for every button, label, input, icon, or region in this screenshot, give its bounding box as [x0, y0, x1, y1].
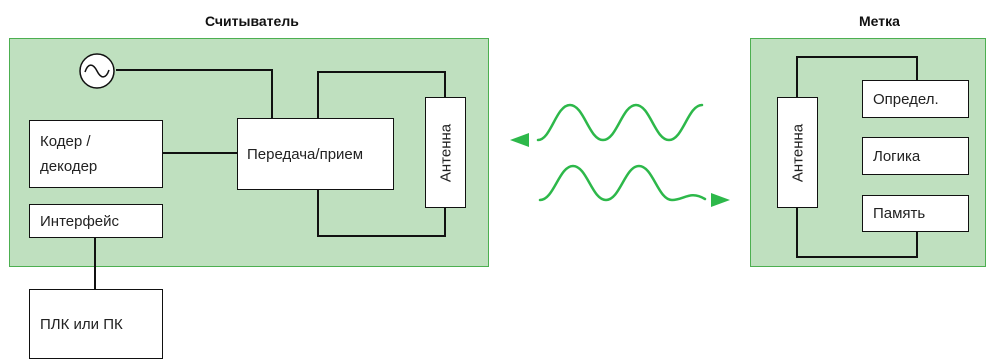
coder-label-line1: Кодер /: [40, 133, 91, 150]
tag-loop-top: [796, 56, 918, 97]
wave-to-tag: [538, 164, 707, 202]
reader-antenna-box: Антенна: [425, 97, 466, 208]
coder-label-line2: декодер: [40, 158, 98, 175]
tag-title: Метка: [859, 13, 900, 29]
antenna-loop-top: [317, 71, 446, 118]
plc-label: ПЛК или ПК: [40, 315, 123, 333]
plc-box: ПЛК или ПК: [29, 289, 163, 359]
transceiver-label: Передача/прием: [247, 145, 364, 163]
reader-title: Считыватель: [205, 13, 299, 29]
coder-decoder-box: Кодер / декодер: [29, 120, 163, 188]
tag-antenna-label: Антенна: [789, 123, 806, 182]
detect-label: Определ.: [873, 90, 939, 108]
detect-box: Определ.: [862, 80, 969, 118]
interface-label: Интерфейс: [40, 212, 120, 230]
oscillator-line: [116, 69, 273, 118]
wave-to-tag-arrow: [711, 193, 730, 207]
logic-label: Логика: [873, 147, 921, 165]
memory-label: Память: [873, 205, 926, 222]
logic-box: Логика: [862, 137, 969, 175]
antenna-loop-bottom: [317, 190, 446, 237]
reader-antenna-label: Антенна: [437, 123, 454, 182]
wave-to-reader: [536, 103, 704, 142]
memory-box: Память: [862, 195, 969, 232]
wave-to-reader-arrow: [510, 133, 529, 147]
tag-antenna-box: Антенна: [777, 97, 818, 208]
sine-wave-oscillator-icon: [79, 53, 115, 89]
connection-lines: [94, 56, 918, 289]
transceiver-box: Передача/прием: [237, 118, 394, 190]
tag-loop-bottom: [796, 208, 918, 258]
interface-box: Интерфейс: [29, 204, 163, 238]
